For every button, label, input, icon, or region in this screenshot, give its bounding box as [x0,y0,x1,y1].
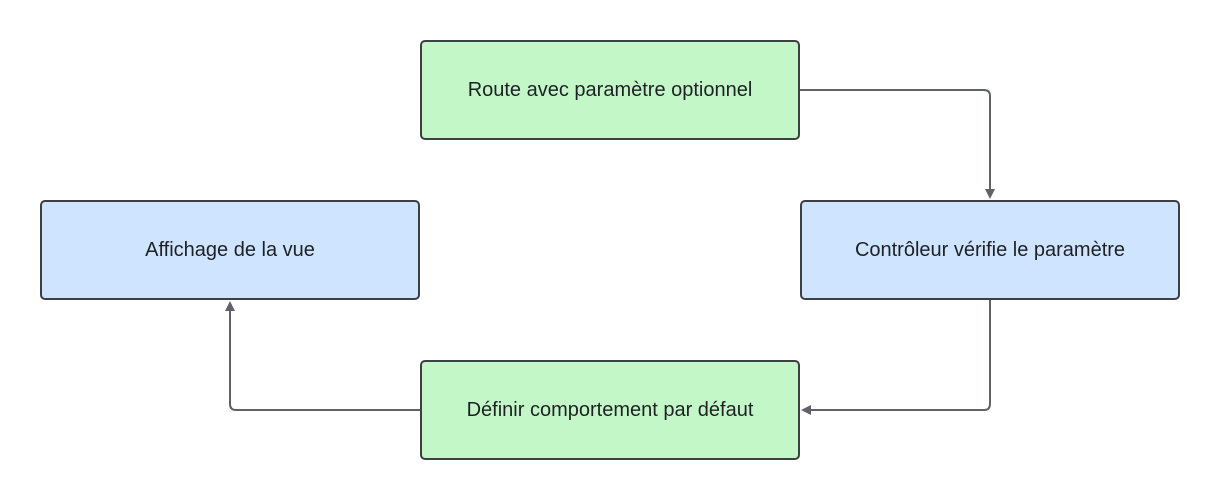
edge-route-to-controller [800,89,995,199]
edge-controller-to-default [801,300,991,415]
node-label: Définir comportement par défaut [466,398,754,421]
node-label: Contrôleur vérifie le paramètre [854,238,1126,261]
node-controller-checks-parameter: Contrôleur vérifie le paramètre [800,200,1180,300]
node-view-display: Affichage de la vue [40,200,420,300]
node-label: Affichage de la vue [145,238,315,261]
edge-default-to-view [225,301,420,411]
node-label: Route avec paramètre optionnel [467,78,753,101]
node-define-default-behaviour: Définir comportement par défaut [420,360,800,460]
node-route-optional-parameter: Route avec paramètre optionnel [420,40,800,140]
